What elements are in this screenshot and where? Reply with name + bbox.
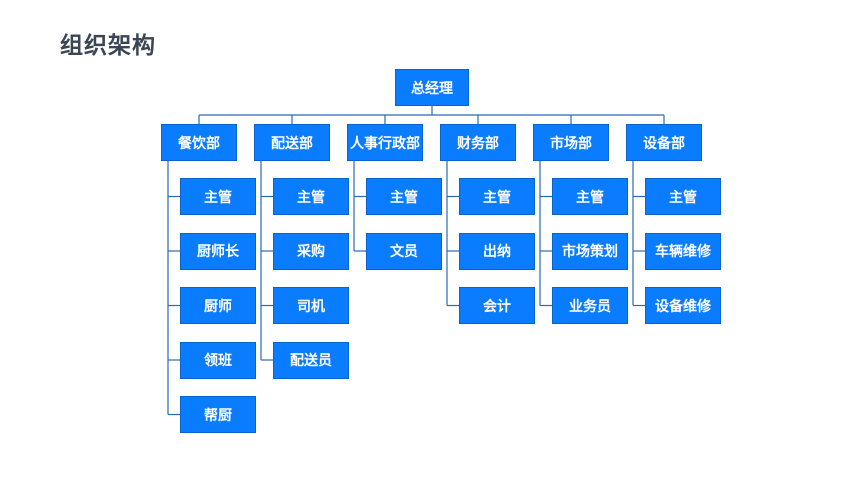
department-node: 市场部	[533, 124, 609, 161]
member-node: 车辆维修	[645, 232, 721, 270]
member-node: 主管	[366, 178, 442, 215]
member-node: 司机	[273, 287, 349, 324]
member-node: 文员	[366, 232, 442, 270]
org-root-node: 总经理	[395, 69, 469, 106]
department-node: 配送部	[254, 124, 330, 161]
page-title: 组织架构	[60, 33, 156, 59]
member-node: 出纳	[459, 232, 535, 270]
member-node: 采购	[273, 232, 349, 270]
department-node: 设备部	[626, 124, 702, 161]
department-node: 餐饮部	[161, 124, 237, 161]
member-node: 主管	[645, 178, 721, 215]
member-node: 厨师	[180, 287, 256, 324]
member-node: 业务员	[552, 287, 628, 324]
member-node: 会计	[459, 287, 535, 324]
member-node: 配送员	[273, 341, 349, 379]
member-node: 主管	[459, 178, 535, 215]
member-node: 市场策划	[552, 232, 628, 270]
member-node: 主管	[273, 178, 349, 215]
member-node: 设备维修	[645, 287, 721, 324]
member-node: 厨师长	[180, 232, 256, 270]
member-node: 领班	[180, 341, 256, 379]
department-node: 人事行政部	[347, 124, 423, 161]
member-node: 主管	[180, 178, 256, 215]
member-node: 帮厨	[180, 396, 256, 433]
member-node: 主管	[552, 178, 628, 215]
department-node: 财务部	[440, 124, 516, 161]
